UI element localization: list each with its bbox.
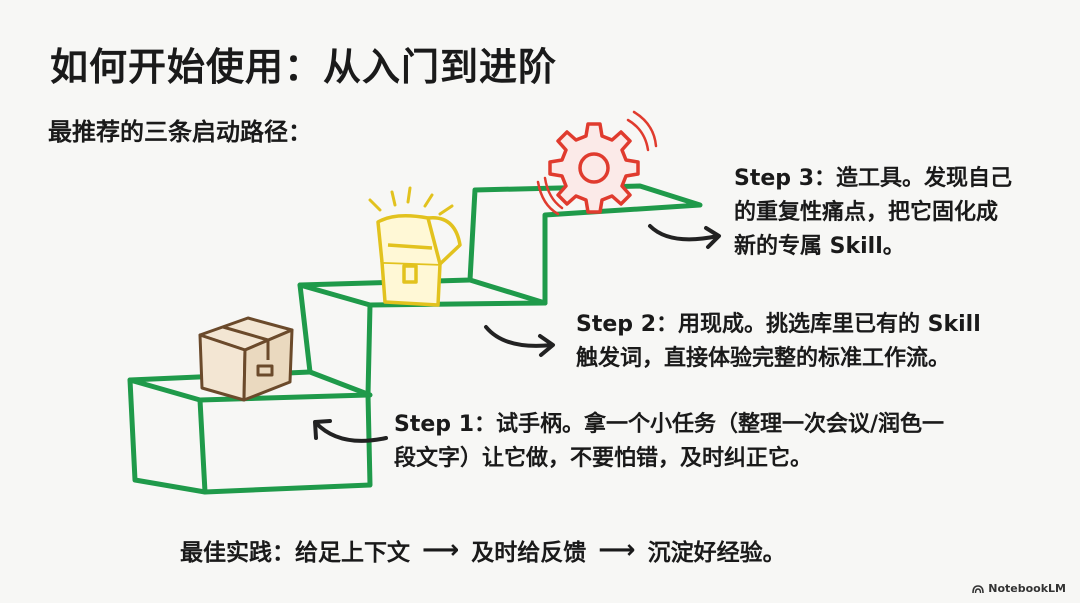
step-1-line-2: 段文字）让它做，不要怕错，及时纠正它。 [394, 442, 944, 476]
step-2-line-1: Step 2：用现成。挑选库里已有的 Skill [576, 308, 981, 342]
best-practice-item-3: 沉淀好经验。 [648, 533, 786, 567]
right-arrow-icon: ⟶ [422, 535, 459, 565]
step-2-text: Step 2：用现成。挑选库里已有的 Skill 触发词，直接体验完整的标准工作… [576, 308, 981, 376]
brand-watermark: NotebookLM [972, 582, 1066, 595]
step-1-text: Step 1：试手柄。拿一个小任务（整理一次会议/润色一 段文字）让它做，不要怕… [394, 408, 944, 476]
brand-name: NotebookLM [988, 582, 1066, 595]
gear-icon [538, 112, 656, 214]
treasure-chest-icon [370, 188, 460, 305]
step-3-line-3: 新的专属 Skill。 [734, 230, 1012, 264]
step-1-line-1: Step 1：试手柄。拿一个小任务（整理一次会议/润色一 [394, 408, 944, 442]
step-3-line-1: Step 3：造工具。发现自己 [734, 162, 1012, 196]
step-3-line-2: 的重复性痛点，把它固化成 [734, 196, 1012, 230]
cardboard-box-icon [200, 318, 292, 400]
arrow-step1 [316, 423, 386, 441]
notebooklm-logo-icon [972, 584, 984, 594]
step-3-text: Step 3：造工具。发现自己 的重复性痛点，把它固化成 新的专属 Skill。 [734, 162, 1012, 264]
best-practice-label: 最佳实践：给足上下文 [180, 533, 410, 567]
best-practice: 最佳实践：给足上下文 ⟶ 及时给反馈 ⟶ 沉淀好经验。 [180, 533, 786, 567]
step-2-line-2: 触发词，直接体验完整的标准工作流。 [576, 342, 981, 376]
right-arrow-icon: ⟶ [598, 535, 635, 565]
best-practice-item-2: 及时给反馈 [471, 533, 586, 567]
